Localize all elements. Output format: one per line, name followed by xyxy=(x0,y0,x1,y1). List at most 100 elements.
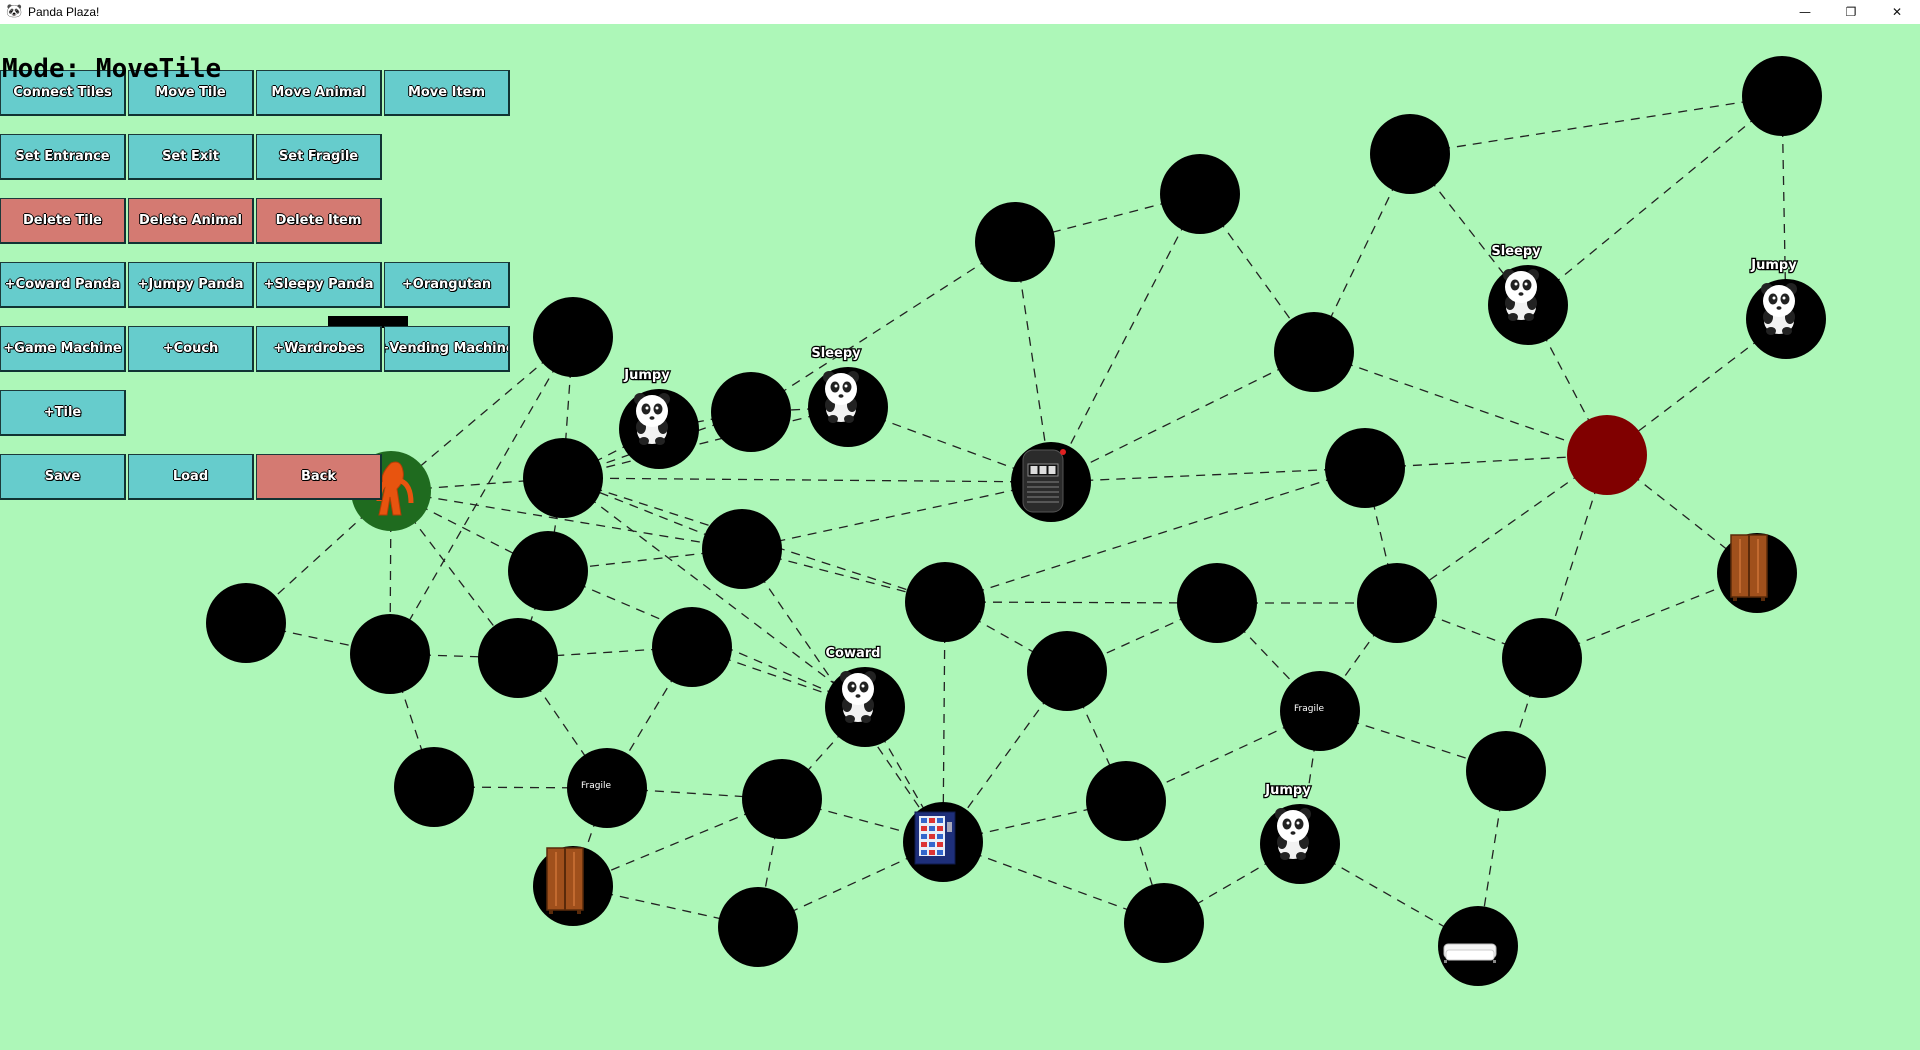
tile-node[interactable] xyxy=(1124,883,1204,963)
tile-connection xyxy=(1364,454,1608,469)
add-tile-button[interactable]: +Tile xyxy=(0,390,126,436)
orangutan-icon[interactable] xyxy=(376,461,414,516)
tile-node[interactable] xyxy=(903,802,983,882)
minimize-icon[interactable]: — xyxy=(1799,5,1811,19)
delete-animal-button[interactable]: Delete Animal xyxy=(128,198,254,244)
vending-machine-icon[interactable] xyxy=(914,811,956,865)
tile-node[interactable] xyxy=(1011,442,1091,522)
tile-connection xyxy=(741,481,1052,550)
tile-node[interactable] xyxy=(1370,114,1450,194)
tile-node[interactable] xyxy=(1086,761,1166,841)
set-entrance-button[interactable]: Set Entrance xyxy=(0,134,126,180)
tile-node[interactable] xyxy=(1177,563,1257,643)
tile-node[interactable] xyxy=(652,607,732,687)
tile-connection xyxy=(1014,241,1052,483)
tile-connection xyxy=(606,646,693,789)
tile-node[interactable] xyxy=(206,583,286,663)
tile-node[interactable] xyxy=(523,438,603,518)
tile-node[interactable]: Fragile xyxy=(567,748,647,828)
delete-tile-button[interactable]: Delete Tile xyxy=(0,198,126,244)
add-coward-panda-button[interactable]: +Coward Panda xyxy=(0,262,126,308)
tile-graph[interactable]: SleepyJumpyJumpySleepyCowardFragileFragi… xyxy=(0,24,1920,1050)
animal-name-label: Coward xyxy=(826,646,881,661)
tile-connection xyxy=(1409,95,1783,155)
delete-item-button[interactable]: Delete Item xyxy=(256,198,382,244)
load-button[interactable]: Load xyxy=(128,454,254,500)
animal-name-label: Jumpy xyxy=(1264,783,1311,798)
add-jumpy-panda-button[interactable]: +Jumpy Panda xyxy=(128,262,254,308)
tile-connection xyxy=(944,467,1366,603)
tile-node[interactable] xyxy=(508,531,588,611)
tile-exit[interactable] xyxy=(1567,415,1647,495)
move-tile-button[interactable]: Move Tile xyxy=(128,70,254,116)
tile-node[interactable]: Jumpy xyxy=(619,367,699,469)
tile-node[interactable] xyxy=(711,372,791,452)
tile-node[interactable]: Sleepy xyxy=(808,345,888,447)
tile-node[interactable] xyxy=(1717,533,1797,613)
save-button[interactable]: Save xyxy=(0,454,126,500)
set-exit-button[interactable]: Set Exit xyxy=(128,134,254,180)
tile-node[interactable] xyxy=(350,614,430,694)
tile-node[interactable] xyxy=(1502,618,1582,698)
tile-node[interactable] xyxy=(1325,428,1405,508)
tile-node[interactable]: Coward xyxy=(824,645,905,747)
window-title: Panda Plaza! xyxy=(28,5,100,19)
tile-connection xyxy=(942,601,946,843)
wardrobe-icon[interactable] xyxy=(546,847,584,914)
tile-node[interactable] xyxy=(905,562,985,642)
couch-icon[interactable] xyxy=(1443,943,1497,963)
move-item-button[interactable]: Move Item xyxy=(384,70,510,116)
tile-connection xyxy=(389,336,574,655)
tile-node[interactable] xyxy=(1160,154,1240,234)
tile-connection xyxy=(390,477,564,492)
tile-node[interactable]: Fragile xyxy=(1280,671,1360,751)
tile-node[interactable]: Sleepy xyxy=(1488,243,1568,345)
tile-node[interactable] xyxy=(394,747,474,827)
add-orangutan-button[interactable]: +Orangutan xyxy=(384,262,510,308)
back-button[interactable]: Back xyxy=(256,454,382,500)
tile-node[interactable] xyxy=(1274,312,1354,392)
tile-node[interactable] xyxy=(533,846,613,926)
tile-connection xyxy=(562,406,849,479)
tile-node[interactable] xyxy=(1357,563,1437,643)
add-couch-button[interactable]: +Couch xyxy=(128,326,254,372)
panda-icon[interactable] xyxy=(634,393,670,445)
add-vending-machine-button[interactable]: +Vending Machine xyxy=(384,326,510,372)
tile-node[interactable] xyxy=(478,618,558,698)
tile-node[interactable] xyxy=(1742,56,1822,136)
restore-icon[interactable]: ❐ xyxy=(1845,5,1857,19)
wardrobe-icon[interactable] xyxy=(1730,534,1768,601)
tile-node[interactable] xyxy=(718,887,798,967)
tile-connection xyxy=(944,601,1218,604)
tile-node[interactable] xyxy=(975,202,1055,282)
tile-node[interactable]: Jumpy xyxy=(1746,257,1826,359)
close-icon[interactable]: ✕ xyxy=(1891,5,1903,19)
add-wardrobes-button[interactable]: +Wardrobes xyxy=(256,326,382,372)
game-machine-icon[interactable] xyxy=(1022,449,1066,513)
move-animal-button[interactable]: Move Animal xyxy=(256,70,382,116)
add-sleepy-panda-button[interactable]: +Sleepy Panda xyxy=(256,262,382,308)
tile-nodes: SleepyJumpyJumpySleepyCowardFragileFragi… xyxy=(206,56,1826,986)
tile-node[interactable] xyxy=(702,509,782,589)
tile-node[interactable] xyxy=(742,759,822,839)
title-bar: 🐼 Panda Plaza! — ❐ ✕ xyxy=(0,0,1920,25)
panda-icon[interactable] xyxy=(1275,808,1311,860)
animal-name-label: Jumpy xyxy=(623,368,670,383)
drag-handle[interactable] xyxy=(328,316,408,328)
tile-connection xyxy=(781,798,944,843)
set-fragile-button[interactable]: Set Fragile xyxy=(256,134,382,180)
tile-connection xyxy=(1396,454,1608,604)
add-game-machine-button[interactable]: +Game Machine xyxy=(0,326,126,372)
tile-node[interactable] xyxy=(533,297,613,377)
tile-node[interactable] xyxy=(1027,631,1107,711)
tile-node[interactable] xyxy=(1438,906,1518,986)
panda-icon[interactable] xyxy=(840,671,876,723)
tile-node[interactable] xyxy=(1466,731,1546,811)
panda-icon[interactable] xyxy=(823,371,859,423)
tile-connection xyxy=(1050,193,1201,483)
panda-icon[interactable] xyxy=(1503,269,1539,321)
panda-icon[interactable] xyxy=(1761,283,1797,335)
tile-node[interactable]: Jumpy xyxy=(1260,782,1340,884)
connect-tiles-button[interactable]: Connect Tiles xyxy=(0,70,126,116)
